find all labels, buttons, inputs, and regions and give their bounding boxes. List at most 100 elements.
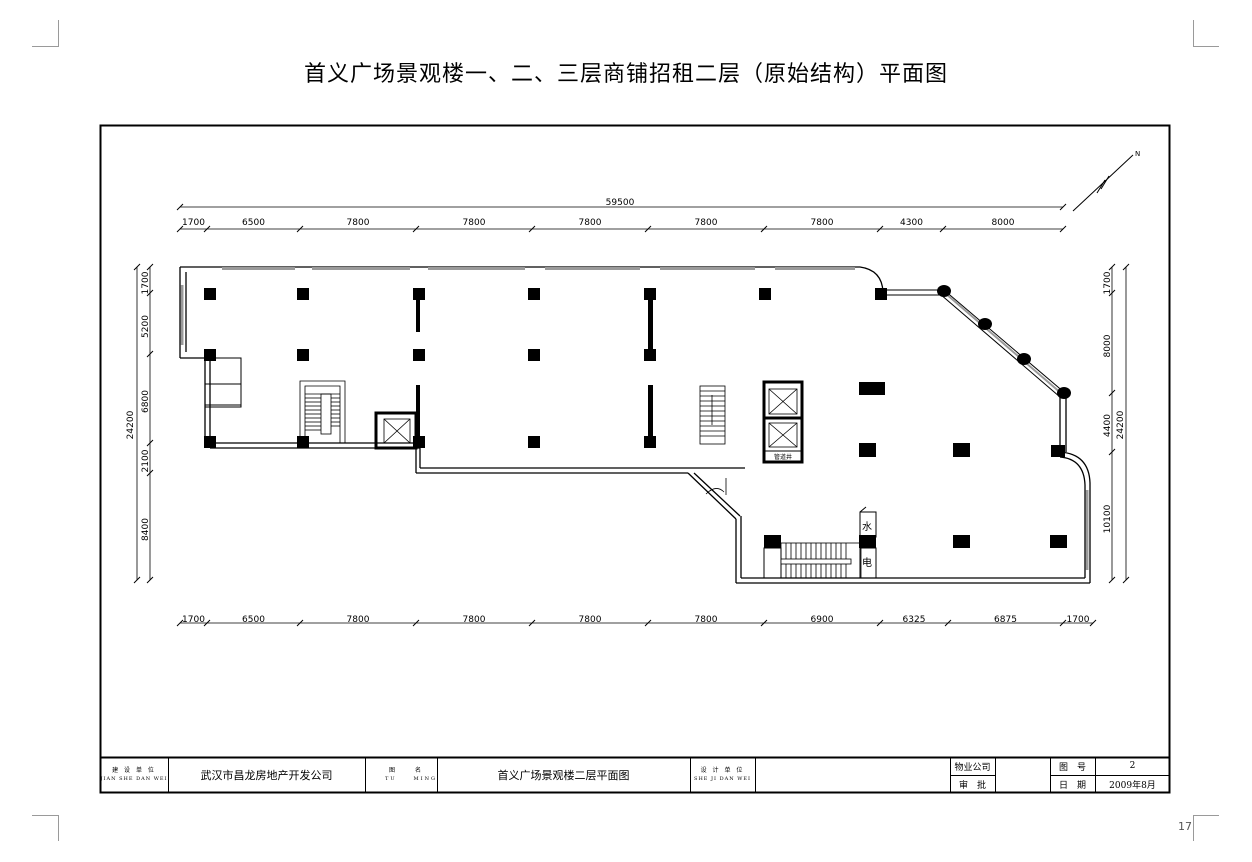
dim-bottom-label: 7800 — [463, 615, 486, 625]
dim-bottom-tick — [412, 619, 420, 627]
approve-label: 审 批 — [958, 780, 986, 791]
dim-top-label: 1700 — [182, 218, 205, 228]
label-pipe-shaft: 管道井 — [774, 453, 792, 461]
dim-top-total: 59500 — [606, 198, 635, 208]
dim-bottom-tick — [1089, 619, 1097, 627]
dim-bottom-label: 1700 — [182, 615, 205, 625]
dim-bottom-tick — [876, 619, 884, 627]
west-rooms — [204, 357, 242, 408]
north-label: N — [1135, 150, 1140, 158]
dim-bottom-tick — [760, 619, 768, 627]
dim-top-label: 7800 — [347, 218, 370, 228]
dim-top-label: 7800 — [811, 218, 834, 228]
dim-left-tick — [146, 350, 154, 358]
dim-left-tick — [146, 263, 154, 271]
dim-right-tick — [1108, 289, 1116, 297]
dim-top-tick — [939, 225, 947, 233]
curtain-wall-glass — [944, 292, 1063, 395]
dim-top-tick — [412, 225, 420, 233]
crop-mark — [58, 20, 59, 47]
drawing-name-label: 图 名 TU MING — [385, 767, 437, 782]
dim-top-label: 7800 — [695, 218, 718, 228]
stair-south — [763, 542, 862, 579]
dim-bottom-tick — [1059, 619, 1067, 627]
dim-top-tick — [644, 225, 652, 233]
dim-bottom-label: 6325 — [903, 615, 926, 625]
dim-right-tick — [1108, 389, 1116, 397]
central-stair — [699, 385, 726, 445]
crop-mark — [58, 815, 59, 841]
dim-right-label: 8000 — [1103, 334, 1113, 357]
dim-bottom-tick — [944, 619, 952, 627]
dim-left-tick — [146, 469, 154, 477]
dim-right-tick — [1108, 448, 1116, 456]
dim-right-label: 10100 — [1103, 504, 1113, 533]
page-title: 首义广场景观楼一、二、三层商铺招租二层（原始结构）平面图 — [303, 62, 948, 87]
dim-left-label: 2100 — [141, 449, 151, 472]
door-swing — [705, 478, 727, 495]
dim-left-label: 1700 — [141, 271, 151, 294]
crop-mark — [32, 815, 58, 816]
north-arrow — [1072, 154, 1134, 212]
date-value: 2009年8月 — [1109, 780, 1156, 791]
drawing-no-label: 图 号 — [1058, 762, 1086, 773]
designer-value — [755, 757, 950, 793]
dim-top-label: 7800 — [579, 218, 602, 228]
dim-top-tick — [203, 225, 211, 233]
dim-left-total: 24200 — [126, 410, 136, 439]
elevator-west — [374, 411, 418, 450]
dim-top-tick — [1059, 225, 1067, 233]
drawing-no-value: 2 — [1129, 761, 1136, 771]
stair-west — [299, 380, 346, 443]
dim-right-total-tick — [1122, 576, 1130, 584]
curtain-wall-columns — [937, 285, 1071, 399]
dim-left-tick — [146, 576, 154, 584]
label-water-room: 水 — [862, 521, 872, 533]
curtain-wall — [883, 289, 1066, 398]
dim-right-label: 1700 — [1103, 271, 1113, 294]
crop-mark — [1193, 46, 1219, 47]
shear-walls — [416, 300, 653, 440]
utility-rooms — [859, 506, 877, 579]
dim-right-label: 4400 — [1103, 414, 1113, 437]
dim-bottom-tick — [528, 619, 536, 627]
page-number: 17 — [1178, 820, 1192, 833]
label-electric-room: 电 — [862, 556, 872, 569]
dim-top-label: 4300 — [900, 218, 923, 228]
dim-top-tick — [296, 225, 304, 233]
dim-left-tick — [146, 439, 154, 447]
elevator-core-east — [762, 380, 804, 464]
dim-top-total-tick — [1059, 203, 1067, 211]
dim-top-label: 6500 — [242, 218, 265, 228]
dim-right-tick — [1108, 263, 1116, 271]
dim-bottom-label: 6900 — [811, 615, 834, 625]
dim-bottom-label: 7800 — [347, 615, 370, 625]
property-label: 物业公司 — [954, 762, 991, 773]
dim-right-total: 24200 — [1116, 410, 1126, 439]
dim-left-label: 6800 — [141, 390, 151, 413]
builder-label: 建 设 单 位 JIAN SHE DAN WEI — [100, 767, 168, 782]
dim-top-label: 7800 — [463, 218, 486, 228]
dim-right-tick — [1108, 576, 1116, 584]
structural-columns — [204, 288, 1067, 548]
title-block: 建 设 单 位 JIAN SHE DAN WEI 武汉市昌龙房地产开发公司 图 … — [100, 757, 1170, 793]
dim-bottom-label: 6875 — [994, 615, 1017, 625]
drawing-frame — [99, 124, 1171, 794]
dim-bottom-label: 7800 — [579, 615, 602, 625]
dim-bottom-tick — [644, 619, 652, 627]
dim-right-total-tick — [1122, 263, 1130, 271]
crop-mark — [32, 46, 58, 47]
drawing-name-value: 首义广场景观楼二层平面图 — [497, 769, 630, 782]
dim-bottom-tick — [296, 619, 304, 627]
dim-left-label: 5200 — [141, 315, 151, 338]
dim-left-label: 8400 — [141, 518, 151, 541]
dim-top-tick — [876, 225, 884, 233]
crop-mark — [1193, 815, 1194, 841]
dim-top-label: 8000 — [992, 218, 1015, 228]
dim-top-tick — [176, 225, 184, 233]
dim-bottom-label: 6500 — [242, 615, 265, 625]
crop-mark — [1193, 815, 1219, 816]
builder-value: 武汉市昌龙房地产开发公司 — [200, 769, 333, 782]
dim-bottom-label: 1700 — [1067, 615, 1090, 625]
